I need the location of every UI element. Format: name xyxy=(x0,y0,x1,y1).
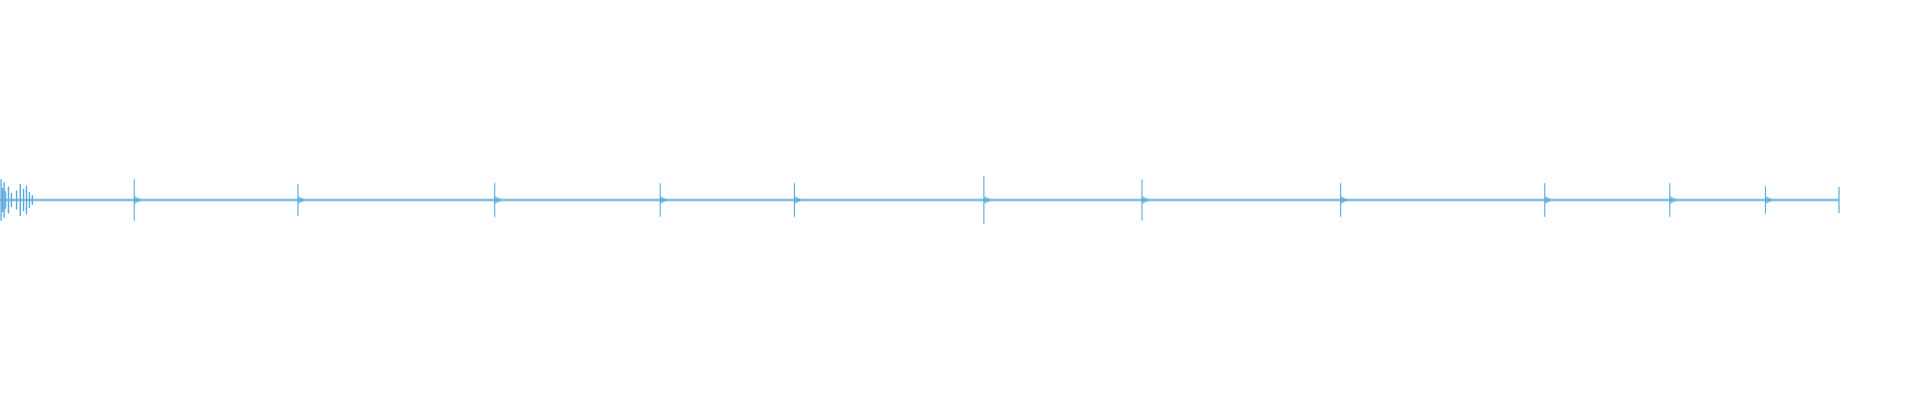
waveform-spike-decay xyxy=(1765,196,1772,204)
waveform-spike-decay xyxy=(297,196,304,204)
waveform-spike-decay xyxy=(1544,196,1551,204)
waveform-spike-decay xyxy=(134,196,141,204)
waveform-spike-decay xyxy=(794,196,801,204)
waveform-spike-decay xyxy=(1340,196,1347,204)
waveform-spike-decay xyxy=(983,196,990,204)
waveform-spike-decay xyxy=(1142,196,1149,204)
waveform-spike-decay xyxy=(660,196,667,204)
waveform-spike-decay xyxy=(494,196,501,204)
waveform-spike-decay xyxy=(1669,196,1676,204)
